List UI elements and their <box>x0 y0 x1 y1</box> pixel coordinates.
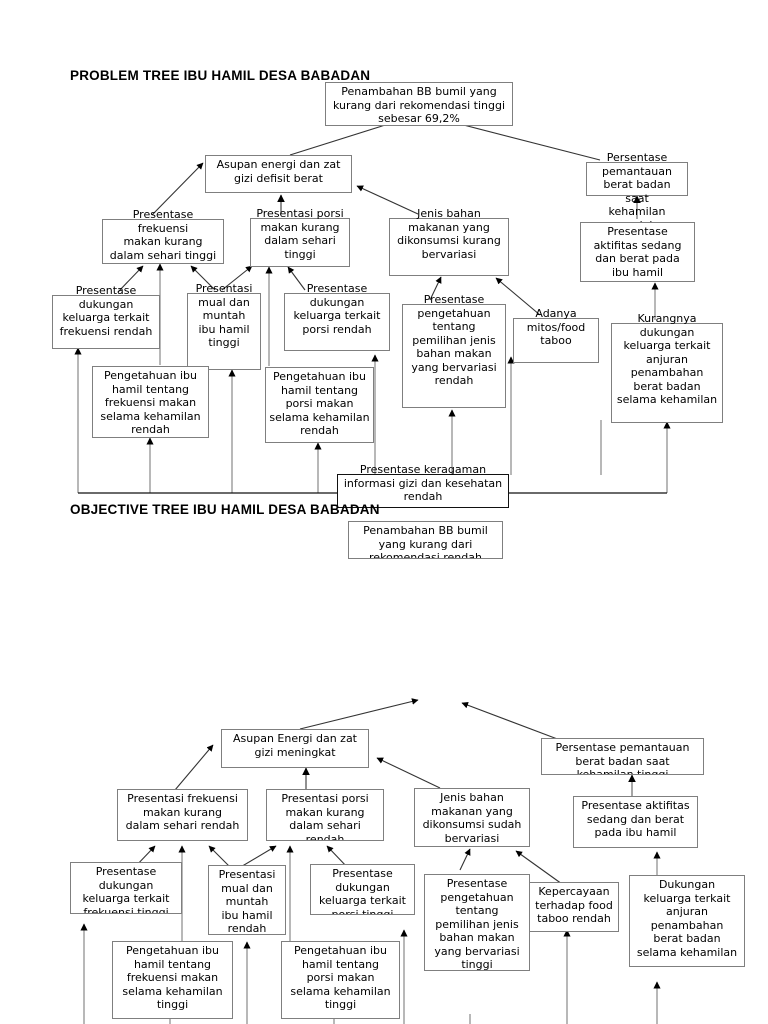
objective-node-mual-muntah: Presentasi mual dan muntah ibu hamil ren… <box>208 865 286 935</box>
problem-node-aktifitas: Presentase aktifitas sedang dan berat pa… <box>580 222 695 282</box>
objective-node-dukungan-keluarga-porsi: Presentase dukungan keluarga terkait por… <box>310 864 415 915</box>
problem-node-pengetahuan-jenis-bahan: Presentase pengetahuan tentang pemilihan… <box>402 293 506 408</box>
problem-node-kurangnya-dukungan: Kurangnya dukungan keluarga terkait anju… <box>611 312 723 423</box>
problem-node-mitos-food-taboo: Adanya mitos/food taboo <box>513 307 599 363</box>
problem-node-pemantauan-berat-badan: Persentase pemantauan berat badan saat k… <box>586 151 688 232</box>
objective-node-asupan-energi: Asupan Energi dan zat gizi meningkat <box>221 729 369 768</box>
objective-node-pemantauan-berat-badan: Persentase pemantauan berat badan saat k… <box>541 738 704 775</box>
objective-node-porsi-makan: Presentasi porsi makan kurang dalam seha… <box>266 789 384 841</box>
objective-node-pengetahuan-frekuensi: Pengetahuan ibu hamil tentang frekuensi … <box>112 941 233 1019</box>
problem-node-root: Penambahan BB bumil yang kurang dari rek… <box>325 82 513 126</box>
problem-node-mual-muntah: Presentasi mual dan muntah ibu hamil tin… <box>187 282 261 370</box>
objective-node-pengetahuan-jenis-bahan: Presentase pengetahuan tentang pemilihan… <box>424 874 530 971</box>
problem-node-asupan-energi: Asupan energi dan zat gizi defisit berat <box>205 155 352 193</box>
problem-node-jenis-bahan-makanan: Jenis bahan makanan yang dikonsumsi kura… <box>389 207 509 276</box>
problem-node-porsi-makan: Presentasi porsi makan kurang dalam seha… <box>250 207 350 267</box>
problem-tree-title: PROBLEM TREE IBU HAMIL DESA BABADAN <box>70 68 371 83</box>
problem-node-dukungan-keluarga-frekuensi: Presentase dukungan keluarga terkait fre… <box>52 284 160 349</box>
problem-node-frekuensi-makan: Presentase frekuensi makan kurang dalam … <box>102 208 224 264</box>
problem-node-keragaman-informasi: Presentase keragaman informasi gizi dan … <box>337 463 509 508</box>
problem-node-pengetahuan-porsi: Pengetahuan ibu hamil tentang porsi maka… <box>265 367 374 443</box>
objective-node-pengetahuan-porsi: Pengetahuan ibu hamil tentang porsi maka… <box>281 941 400 1019</box>
objective-node-dukungan-penambahan-bb: Dukungan keluarga terkait anjuran penamb… <box>629 875 745 967</box>
objective-node-aktifitas: Presentase aktifitas sedang dan berat pa… <box>573 796 698 848</box>
objective-node-kepercayaan-food-taboo: Kepercayaan terhadap food taboo rendah <box>529 882 619 932</box>
objective-tree-title: OBJECTIVE TREE IBU HAMIL DESA BABADAN <box>70 502 380 517</box>
problem-node-dukungan-keluarga-porsi: Presentase dukungan keluarga terkait por… <box>284 282 390 351</box>
objective-node-dukungan-keluarga-frekuensi: Presentase dukungan keluarga terkait fre… <box>70 862 182 914</box>
objective-node-root: Penambahan BB bumil yang kurang dari rek… <box>348 521 503 559</box>
problem-node-pengetahuan-frekuensi: Pengetahuan ibu hamil tentang frekuensi … <box>92 366 209 438</box>
objective-node-frekuensi-makan: Presentasi frekuensi makan kurang dalam … <box>117 789 248 841</box>
objective-node-jenis-bahan-makanan: Jenis bahan makanan yang dikonsumsi suda… <box>414 788 530 847</box>
